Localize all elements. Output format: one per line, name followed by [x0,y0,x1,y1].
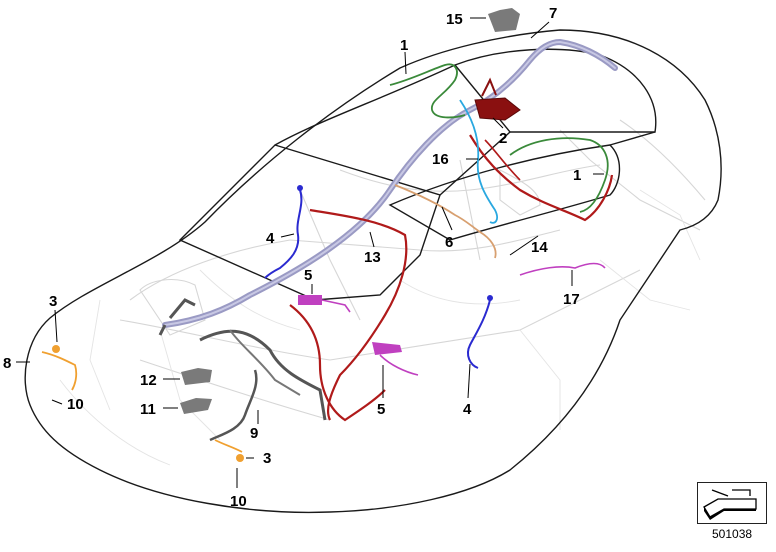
callout-5-lower: 5 [377,401,385,418]
reference-icon-frame [697,482,767,524]
callout-1-rear: 1 [573,167,581,184]
blue-harness [264,185,493,369]
callout-labels: 1 1 2 3 3 4 4 5 5 6 7 8 9 10 10 11 12 13… [3,5,581,510]
callout-8: 8 [3,355,11,372]
main-wiring-harness [158,38,618,336]
callout-17: 17 [563,291,580,308]
leader-lines [16,17,604,488]
callout-10-lower: 10 [230,493,247,510]
callout-12: 12 [140,372,157,389]
callout-3-front: 3 [49,293,57,310]
red-harness [289,134,614,422]
callout-15: 15 [446,11,463,28]
car-body-outline [24,29,722,514]
grey-modules [180,8,520,414]
callout-3-lower: 3 [263,450,271,467]
wiring-harness-reference-icon [703,489,757,520]
callout-5-upper: 5 [304,267,312,284]
side-glass-outline [388,144,621,241]
cyan-harness [459,99,498,224]
tan-harness [394,184,497,259]
callout-14: 14 [531,239,548,256]
green-harness [389,63,609,213]
orange-harness [41,345,244,462]
magenta-harness [298,262,606,376]
dark-grey-harness [199,329,327,442]
callout-16: 16 [432,151,449,168]
callout-1-roof: 1 [400,37,408,54]
callout-13: 13 [364,249,381,266]
callout-7: 7 [549,5,557,22]
callout-10-front: 10 [67,396,84,413]
dark-red-control-unit [474,77,521,121]
callout-6: 6 [445,234,453,251]
callout-4-left: 4 [266,230,275,247]
callout-4-right: 4 [463,401,472,418]
callout-9: 9 [250,425,258,442]
callout-2: 2 [499,130,507,147]
vehicle-body-outline [24,29,722,514]
callout-11: 11 [140,401,156,418]
document-id: 501038 [712,527,753,541]
